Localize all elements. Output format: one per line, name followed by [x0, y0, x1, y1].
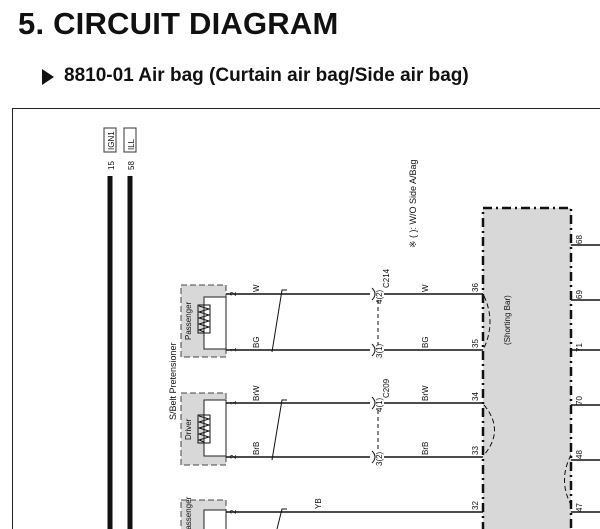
- svg-text:32: 32: [471, 501, 480, 510]
- connector-c209: C209: [370, 378, 391, 464]
- svg-text:BrB: BrB: [421, 442, 430, 455]
- svg-text:2: 2: [229, 509, 238, 514]
- svg-text:1: 1: [229, 400, 238, 405]
- component-label: Passenger: [184, 496, 193, 529]
- svg-text:C209: C209: [382, 378, 391, 398]
- svg-text:BG: BG: [252, 336, 261, 348]
- passenger-pretensioner: Passenger: [180, 284, 227, 358]
- page-title: 5. CIRCUIT DIAGRAM: [18, 6, 339, 41]
- connector-c214: C214: [370, 268, 391, 358]
- svg-text:3(2): 3(2): [375, 451, 384, 466]
- svg-text:4(2): 4(2): [375, 289, 384, 304]
- svg-text:4(1): 4(1): [375, 397, 384, 412]
- svg-text:C214: C214: [382, 268, 391, 288]
- svg-text:2: 2: [229, 454, 238, 459]
- diagram-note: ※ ( ): W/O Side A/Bag: [408, 159, 418, 248]
- wire-w: [226, 293, 485, 513]
- triangle-bullet-icon: [42, 69, 54, 85]
- component-label: Passenger: [184, 301, 193, 340]
- shorting-bar: [483, 295, 491, 349]
- svg-text:70: 70: [575, 396, 584, 405]
- svg-text:33: 33: [471, 446, 480, 455]
- shorting-bar-label: (Shorting Bar): [503, 295, 512, 345]
- twist-marker: [271, 399, 287, 461]
- passenger-component-2: Passenger: [180, 496, 227, 529]
- resistor-icon: [197, 305, 211, 333]
- ill-label-box: [123, 127, 137, 153]
- ign1-label-box: [103, 127, 117, 153]
- ign1-label: IGN1: [107, 131, 116, 150]
- svg-text:BrW: BrW: [421, 385, 430, 401]
- svg-text:68: 68: [575, 235, 584, 244]
- svg-text:71: 71: [575, 343, 584, 352]
- svg-text:2: 2: [229, 291, 238, 296]
- shorting-bar: [564, 454, 572, 506]
- ill-pin: 58: [127, 161, 136, 170]
- svg-text:BG: BG: [421, 336, 430, 348]
- diagram-subtitle: 8810-01 Air bag (Curtain air bag/Side ai…: [64, 65, 469, 86]
- diagram-frame: [12, 108, 600, 529]
- ill-label: ILL: [127, 138, 136, 150]
- svg-text:3(1): 3(1): [375, 343, 384, 358]
- svg-text:34: 34: [471, 392, 480, 401]
- driver-pretensioner: Driver: [180, 392, 227, 466]
- svg-text:35: 35: [471, 339, 480, 348]
- svg-text:BrW: BrW: [252, 385, 261, 401]
- shorting-bar: [483, 404, 495, 456]
- pretensioner-group-label: S/Belt Pretensioner: [168, 342, 178, 420]
- svg-text:W: W: [421, 284, 430, 292]
- svg-text:YB: YB: [314, 498, 323, 509]
- svg-text:69: 69: [575, 290, 584, 299]
- svg-text:36: 36: [471, 283, 480, 292]
- svg-text:47: 47: [575, 503, 584, 512]
- ign1-pin: 15: [107, 161, 116, 170]
- svg-text:48: 48: [575, 450, 584, 459]
- svg-text:1: 1: [229, 347, 238, 352]
- twist-marker: [271, 289, 287, 353]
- component-label: Driver: [184, 418, 193, 440]
- svg-text:BrB: BrB: [252, 442, 261, 455]
- svg-text:W: W: [252, 284, 261, 292]
- twist-marker: [276, 508, 287, 529]
- airbag-control-unit: [481, 206, 573, 529]
- resistor-icon: [197, 415, 211, 443]
